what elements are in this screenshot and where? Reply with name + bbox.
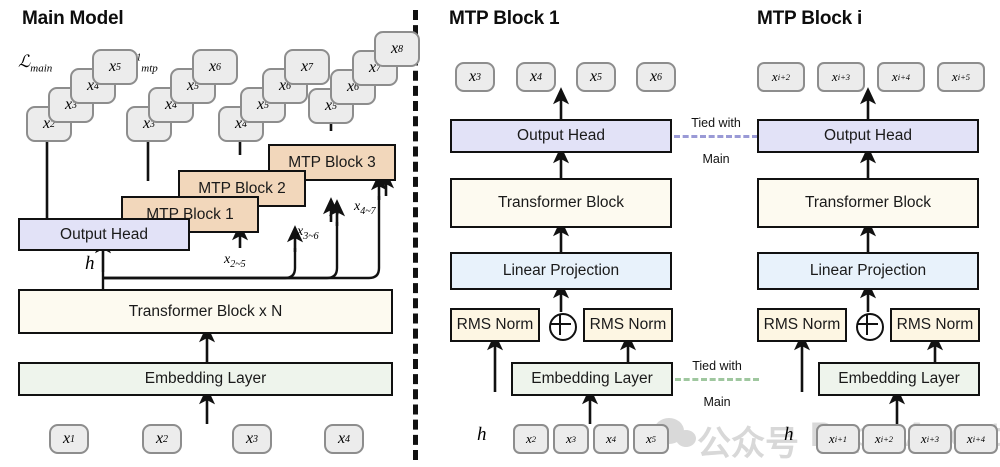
watermark-bubble-small xyxy=(676,430,696,447)
loss-mtp-superscript: 1 xyxy=(136,52,142,64)
mtp1-input-token-3-sub: 4 xyxy=(611,434,617,444)
mtp1-input-token-1-sub: 2 xyxy=(531,434,537,444)
mtp1-embedding-layer[interactable]: Embedding Layer xyxy=(511,362,673,396)
loss-main-label: ℒmain xyxy=(18,52,52,74)
tied-head-label: Tied with Main xyxy=(674,116,758,166)
loss-main-subscript: main xyxy=(30,62,53,75)
mtpi-transformer-block[interactable]: Transformer Block xyxy=(757,178,979,228)
loss-main-symbol: ℒ xyxy=(18,52,31,71)
mtpi-output-head[interactable]: Output Head xyxy=(757,119,979,153)
mtpi-output-token-1-sub: i+2 xyxy=(777,72,791,82)
panel-divider xyxy=(413,10,418,460)
main-embedding-layer[interactable]: Embedding Layer xyxy=(18,362,393,396)
mtpi-output-token-3-sub: i+4 xyxy=(897,72,911,82)
token-feed-sub-3-6: 3~6 xyxy=(303,230,319,242)
mtp1-output-token-4-sub: 6 xyxy=(657,71,663,83)
mtp1-hidden-state-label: h xyxy=(477,424,487,445)
mtpi-rms-norm-right[interactable]: RMS Norm xyxy=(890,308,980,342)
tied-embed-label: Tied with Main xyxy=(674,359,760,409)
mtpi-rms-norm-left[interactable]: RMS Norm xyxy=(757,308,847,342)
panel-title-mtp1: MTP Block 1 xyxy=(449,8,560,29)
mtpi-input-token-1-sub: i+1 xyxy=(834,434,848,444)
main-output-head[interactable]: Output Head xyxy=(18,218,190,251)
loss-mtp-subscript: mtp xyxy=(141,62,158,75)
mtp1-linear-projection[interactable]: Linear Projection xyxy=(450,252,672,290)
mtpi-add-icon xyxy=(856,313,884,341)
mtpi-embedding-layer[interactable]: Embedding Layer xyxy=(818,362,980,396)
token-feed-sub-2-5: 2~5 xyxy=(230,258,246,270)
mtpi-input-token-2-sub: i+2 xyxy=(880,434,894,444)
tied-head-line2: Main xyxy=(702,152,730,166)
mtp1-output-head[interactable]: Output Head xyxy=(450,119,672,153)
mtpi-output-token-2-sub: i+3 xyxy=(837,72,851,82)
panel-title-mtpi: MTP Block i xyxy=(757,8,863,29)
tied-embed-line1: Tied with xyxy=(692,359,742,373)
mtp1-transformer-block[interactable]: Transformer Block xyxy=(450,178,672,228)
tied-head-dash xyxy=(674,135,758,138)
token-feed-label-2-5: x2~5 xyxy=(224,252,246,270)
token-feed-sub-4-7: 4~7 xyxy=(360,205,376,217)
mtp1-input-token-2-sub: 3 xyxy=(571,434,577,444)
main-transformer-block[interactable]: Transformer Block x N xyxy=(18,289,393,334)
main-input-token-3-sub: 3 xyxy=(253,433,259,445)
tied-embed-dash xyxy=(675,378,759,381)
main-input-token-2-sub: 2 xyxy=(163,433,169,445)
mtp1-add-icon xyxy=(549,313,577,341)
mtp1-output-token-2-sub: 4 xyxy=(537,71,543,83)
mtp1-rms-norm-left[interactable]: RMS Norm xyxy=(450,308,540,342)
watermark-chinese: 公众号 xyxy=(697,425,799,463)
mtp1-output-token-1-sub: 3 xyxy=(476,71,482,83)
mtpi-linear-projection[interactable]: Linear Projection xyxy=(757,252,979,290)
mtpi-output-token-4-sub: i+5 xyxy=(957,72,971,82)
tied-head-line1: Tied with xyxy=(691,116,741,130)
token-feed-label-4-7: x4~7 xyxy=(354,199,376,217)
mtpi-input-token-3-sub: i+3 xyxy=(926,434,940,444)
token-feed-label-3-6: x3~6 xyxy=(297,224,319,242)
main-input-token-4-sub: 4 xyxy=(345,433,351,445)
mtp1-rms-norm-right[interactable]: RMS Norm xyxy=(583,308,673,342)
panel-title-main: Main Model xyxy=(22,8,124,29)
tied-embed-line2: Main xyxy=(703,395,731,409)
mtp1-output-token-3-sub: 5 xyxy=(597,71,603,83)
mtpi-input-token-4-sub: i+4 xyxy=(972,434,986,444)
mtpi-hidden-state-label: h xyxy=(784,424,794,445)
main-hidden-state-label: h xyxy=(85,253,95,274)
main-input-token-1-sub: 1 xyxy=(70,433,76,445)
mtp1-input-token-4-sub: 5 xyxy=(651,434,657,444)
